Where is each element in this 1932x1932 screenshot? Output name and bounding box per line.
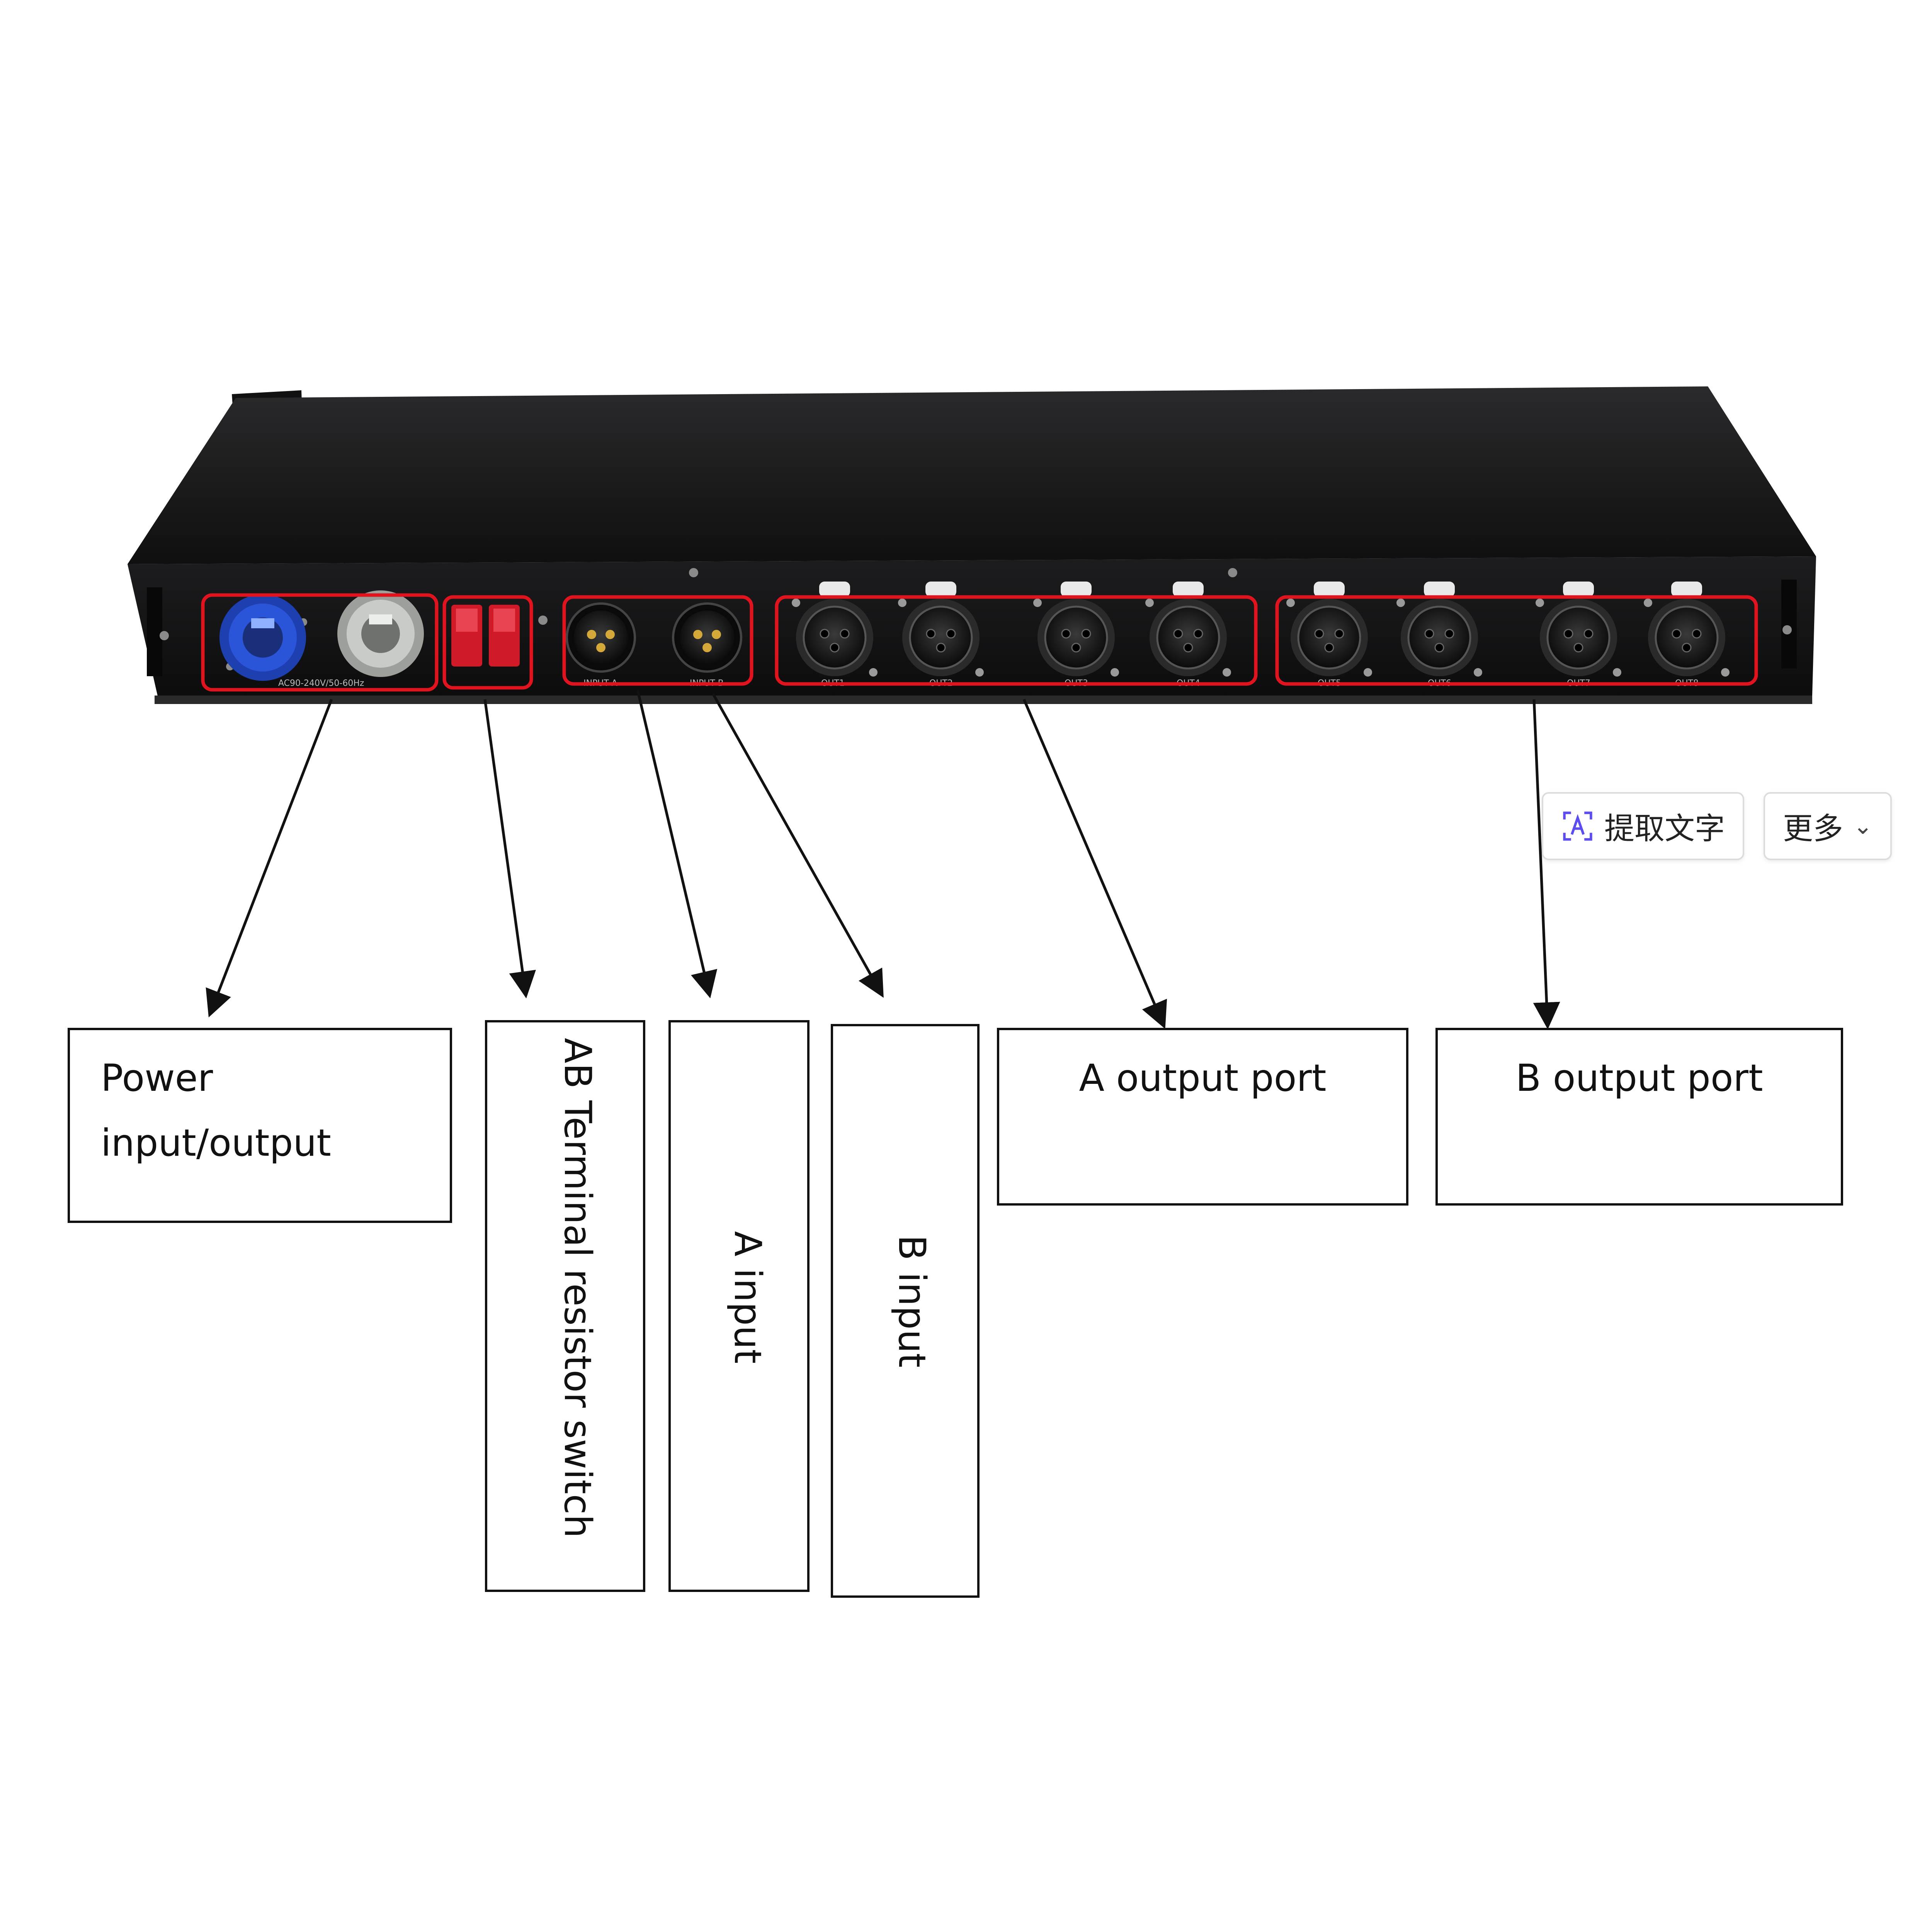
power-input-connector [219, 594, 306, 681]
highlight-power [201, 593, 439, 692]
callout-box-a-input: A input [668, 1020, 810, 1592]
xlr-female-output-8 [1644, 582, 1730, 677]
xlr-female-output-2 [898, 582, 984, 677]
text-scan-icon [1561, 810, 1594, 843]
xlr-female-output-6 [1396, 582, 1482, 677]
callout-box-b-input: B input [831, 1024, 980, 1598]
highlight-boxes [201, 593, 1758, 692]
arrow-b-input [711, 693, 884, 998]
arrow-switch [483, 699, 536, 998]
chassis-top [128, 386, 1816, 564]
power-rating-caption: AC90-240V/50-60Hz [278, 679, 364, 688]
callout-box-switch: AB Terminal resistor switch [485, 1020, 645, 1592]
xlr-male-input-1 [566, 602, 636, 673]
arrow-power [206, 699, 333, 1018]
callout-switch-text: AB Terminal resistor switch [556, 1038, 599, 1538]
callout-box-b-output: B output port [1435, 1028, 1843, 1206]
callout-a-input-text: A input [726, 1231, 769, 1364]
xlr-inputs [566, 602, 742, 673]
highlight-b-outputs [1275, 595, 1758, 686]
callout-arrows [206, 689, 1560, 1029]
arrow-b-output [1532, 699, 1560, 1029]
callout-b-input-text: B input [890, 1235, 934, 1368]
extract-text-button[interactable]: 提取文字 [1542, 792, 1745, 860]
chevron-down-icon: ⌄ [1853, 813, 1873, 840]
xlr-female-output-1 [792, 582, 878, 677]
xlr-outputs [792, 582, 1730, 677]
arrow-a-output [1022, 699, 1167, 1029]
highlight-switch [442, 595, 533, 690]
more-label: 更多 [1783, 811, 1844, 846]
extract-text-label: 提取文字 [1604, 811, 1725, 846]
xlr-female-output-4 [1145, 582, 1231, 677]
ocr-toolbar: 提取文字 更多 ⌄ [1542, 792, 1892, 860]
terminal-resistor-switches [451, 605, 520, 667]
callout-a-output-text: A output port [1079, 1056, 1327, 1100]
highlight-a-outputs [775, 595, 1258, 686]
callout-box-power: Power input/output [68, 1028, 452, 1223]
callout-box-a-output: A output port [997, 1028, 1408, 1206]
xlr-female-output-5 [1286, 582, 1372, 677]
arrow-a-input [636, 689, 718, 998]
xlr-female-output-3 [1033, 582, 1119, 677]
power-output-connector [337, 590, 424, 677]
callout-b-output-text: B output port [1515, 1056, 1763, 1100]
more-button[interactable]: 更多 ⌄ [1764, 792, 1892, 860]
highlight-inputs [562, 595, 753, 686]
callout-power-text: Power input/output [101, 1056, 331, 1165]
xlr-female-output-7 [1536, 582, 1621, 677]
xlr-male-input-2 [672, 602, 742, 673]
